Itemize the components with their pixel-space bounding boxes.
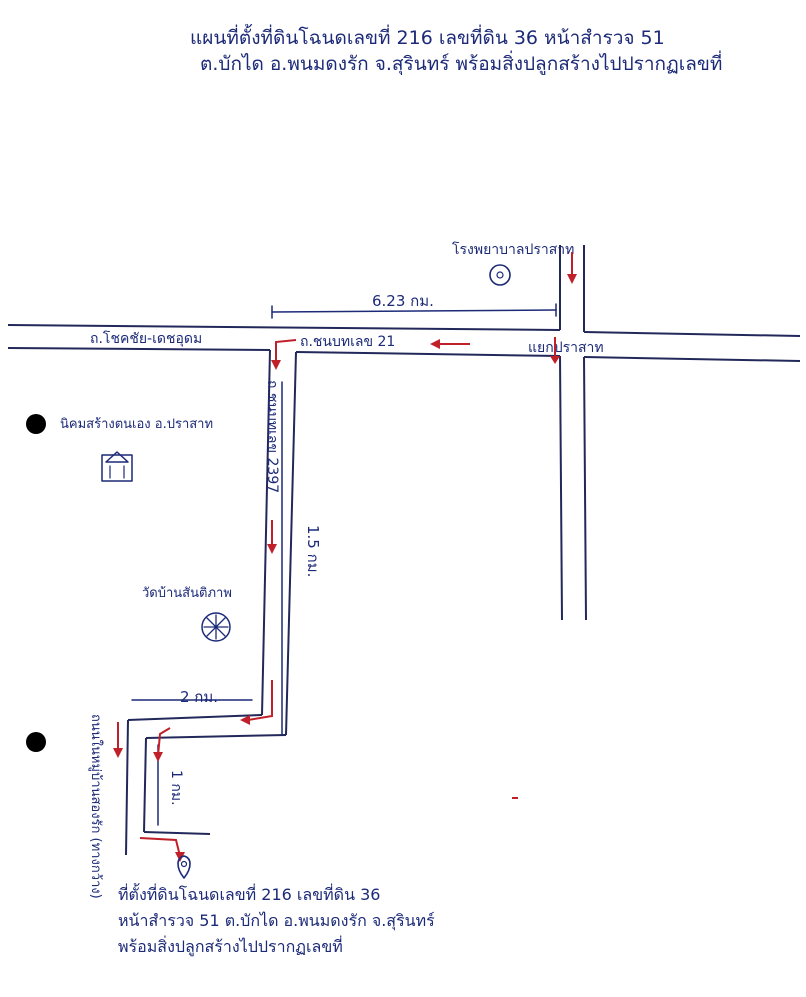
road-21-label: ถ.ชนบทเลข 21 (300, 334, 395, 350)
intersection-road (559, 245, 587, 621)
location-pin-icon (489, 264, 511, 286)
temple-label: วัดบ้านสันติภาพ (142, 586, 232, 601)
road-2397-label: ถ.ชนบทเลข 2397 (264, 380, 280, 493)
distance-side-label: 1 กม. (168, 770, 184, 806)
footer-line-2: หน้าสำรวจ 51 ต.บักได อ.พนมดงรัก จ.สุรินท… (118, 911, 435, 931)
distance-top-label: 6.23 กม. (372, 292, 434, 310)
footer-line-1: ที่ตั้งที่ดินโฉนดเลขที่ 216 เลขที่ดิน 36 (118, 883, 380, 904)
main-road-label: ถ.โชคชัย-เดชอุดม (90, 330, 202, 347)
hospital-label: โรงพยาบาลปราสาท (452, 241, 574, 258)
header-line-1: แผนที่ตั้งที่ดินโฉนดเลขที่ 216 เลขที่ดิน… (190, 24, 665, 49)
distance-top (271, 303, 557, 319)
footer-line-3: พร้อมสิ่งปลูกสร้างไปปรากฏเลขที่ (118, 935, 343, 957)
main-road (7, 324, 801, 362)
market-icon (101, 451, 133, 482)
temple-icon (201, 612, 231, 642)
route-arrows (113, 252, 577, 862)
market-label: นิคมสร้างตนเอง อ.ปราสาท (60, 417, 213, 432)
bottom-road (125, 714, 287, 856)
road-2397 (261, 349, 297, 736)
distance-vertical-label: 1.5 กม. (304, 525, 322, 577)
punch-hole-bottom (26, 732, 46, 752)
destination-pin-icon (177, 855, 191, 879)
intersection-label: แยกปราสาท (528, 340, 604, 356)
side-road-label: ถนนในหมู่บ้านสองรัก (ทางกว้าง) (88, 714, 104, 899)
punch-hole-top (26, 414, 46, 434)
header-line-2: ต.บักได อ.พนมดงรัก จ.สุรินทร์ พร้อมสิ่งป… (200, 50, 722, 76)
distance-bottom-label: 2 กม. (180, 688, 218, 706)
